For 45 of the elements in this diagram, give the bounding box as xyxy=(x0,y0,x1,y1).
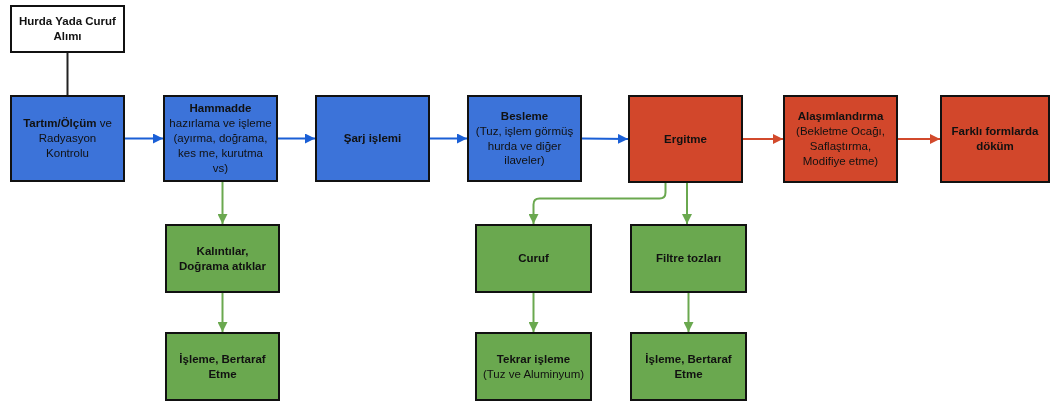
box-label: Hurda Yada Curuf Alımı xyxy=(18,14,117,44)
box-label: İşleme, Bertaraf Etme xyxy=(644,351,733,382)
box-heading: Besleme xyxy=(500,108,549,124)
arrow xyxy=(528,292,539,333)
output-box xyxy=(165,224,280,293)
output-box xyxy=(630,332,747,401)
output-box xyxy=(475,224,592,293)
process-box xyxy=(628,95,743,183)
arrow xyxy=(742,134,784,144)
box-label: İşleme, Bertaraf Etme xyxy=(178,351,267,382)
output-box xyxy=(475,332,592,401)
arrow xyxy=(277,133,316,144)
box-label: Şarj işlemi xyxy=(343,131,402,146)
box-label: Farklı formlarda döküm xyxy=(950,124,1040,154)
connector-line xyxy=(66,52,69,96)
process-box xyxy=(940,95,1050,183)
box-heading: Hammadde xyxy=(189,101,252,117)
box-label: Curuf xyxy=(518,251,549,266)
arrow xyxy=(429,133,468,144)
process-box xyxy=(467,95,582,182)
box-label: Ergitme xyxy=(664,131,707,147)
process-box xyxy=(783,95,898,183)
box-heading: Alaşımlandırma xyxy=(797,109,884,125)
box-heading: Tekrar işleme xyxy=(496,351,571,367)
arrow xyxy=(581,133,629,144)
box-label: Filtre tozları xyxy=(655,251,722,266)
arrow xyxy=(528,182,667,225)
box-label: (Tuz ve Aluminyum) xyxy=(482,366,585,382)
input-box xyxy=(10,5,125,53)
process-box xyxy=(10,95,125,182)
arrow xyxy=(124,133,164,144)
output-box xyxy=(630,224,747,293)
arrow xyxy=(682,182,692,225)
arrow xyxy=(217,292,228,333)
box-label: Kalıntılar, Doğrama atıklar xyxy=(178,243,267,274)
box-label: hazırlama ve işleme (ayırma, doğrama, kes me, kurutma vs) xyxy=(169,116,272,176)
box-label: (Bekletme Ocağı, Saflaştırma, Modifiye etme) xyxy=(795,124,886,169)
process-box xyxy=(163,95,278,182)
box-label: (Tuz, işlem görmüş hurda ve diğer ilaveler) xyxy=(474,123,575,169)
arrow xyxy=(897,134,941,144)
output-box xyxy=(165,332,280,401)
process-box xyxy=(315,95,430,182)
arrow xyxy=(217,181,228,225)
arrow xyxy=(683,292,694,333)
box-label: Tartım/Ölçüm ve Radyasyon Kontrolu xyxy=(22,116,113,161)
